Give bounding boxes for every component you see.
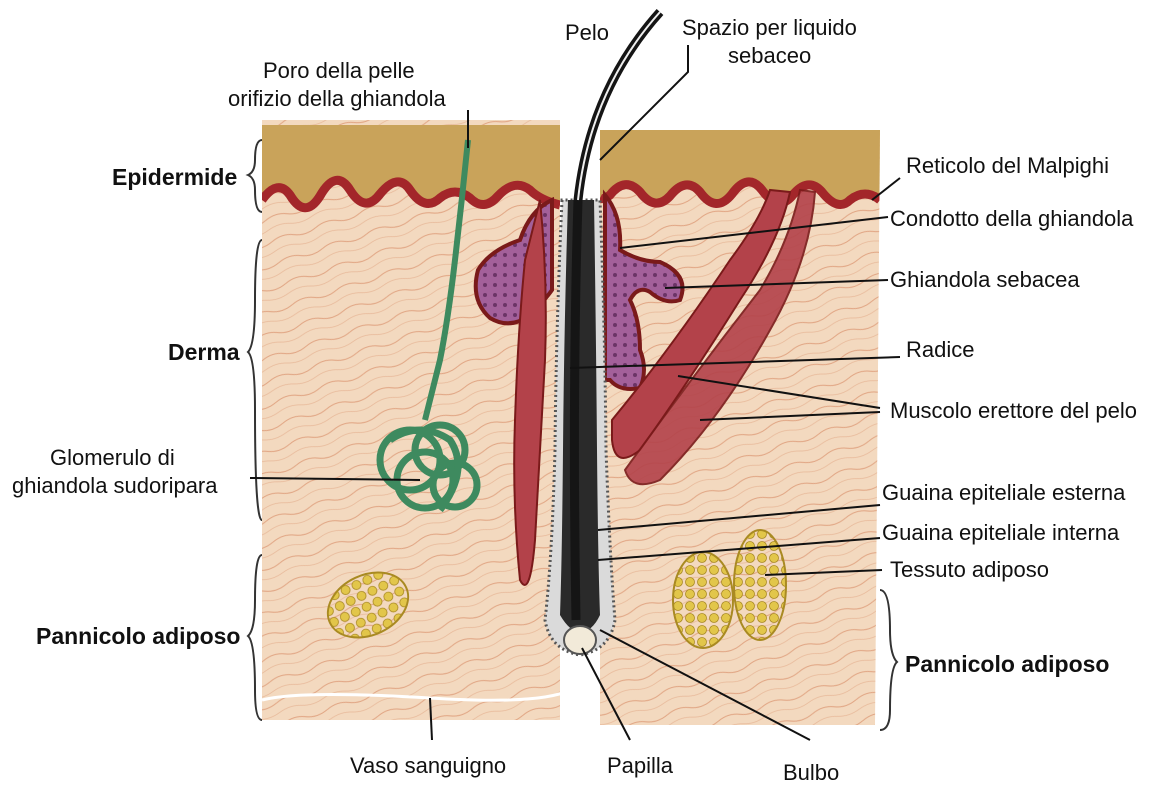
label-gland-duct: Condotto della ghiandola [890, 206, 1134, 231]
label-bulb: Bulbo [783, 760, 839, 785]
label-blood-vessel: Vaso sanguigno [350, 753, 506, 778]
label-inner-sheath: Guaina epiteliale interna [882, 520, 1120, 545]
hair-papilla [564, 626, 596, 654]
label-arrector-muscle: Muscolo erettore del pelo [890, 398, 1137, 423]
label-fat-left: Pannicolo adiposo [36, 623, 240, 649]
label-malpighi: Reticolo del Malpighi [906, 153, 1109, 178]
label-sebaceous-gland: Ghiandola sebacea [890, 267, 1080, 292]
label-sweat-gland-2: ghiandola sudoripara [12, 473, 218, 498]
label-adipose-tissue: Tessuto adiposo [890, 557, 1049, 582]
fat-lobule-right-1 [673, 552, 733, 648]
label-papilla: Papilla [607, 753, 674, 778]
label-hair: Pelo [565, 20, 609, 45]
label-fat-right: Pannicolo adiposo [905, 651, 1109, 677]
label-sebum-space-1: Spazio per liquido [682, 15, 857, 40]
label-root: Radice [906, 337, 974, 362]
label-dermis: Derma [168, 339, 240, 365]
label-pore-2: orifizio della ghiandola [228, 86, 446, 111]
label-outer-sheath: Guaina epiteliale esterna [882, 480, 1126, 505]
label-sebum-space-2: sebaceo [728, 43, 811, 68]
label-pore-1: Poro della pelle [263, 58, 415, 83]
label-sweat-gland-1: Glomerulo di [50, 445, 175, 470]
label-epidermis: Epidermide [112, 164, 237, 190]
